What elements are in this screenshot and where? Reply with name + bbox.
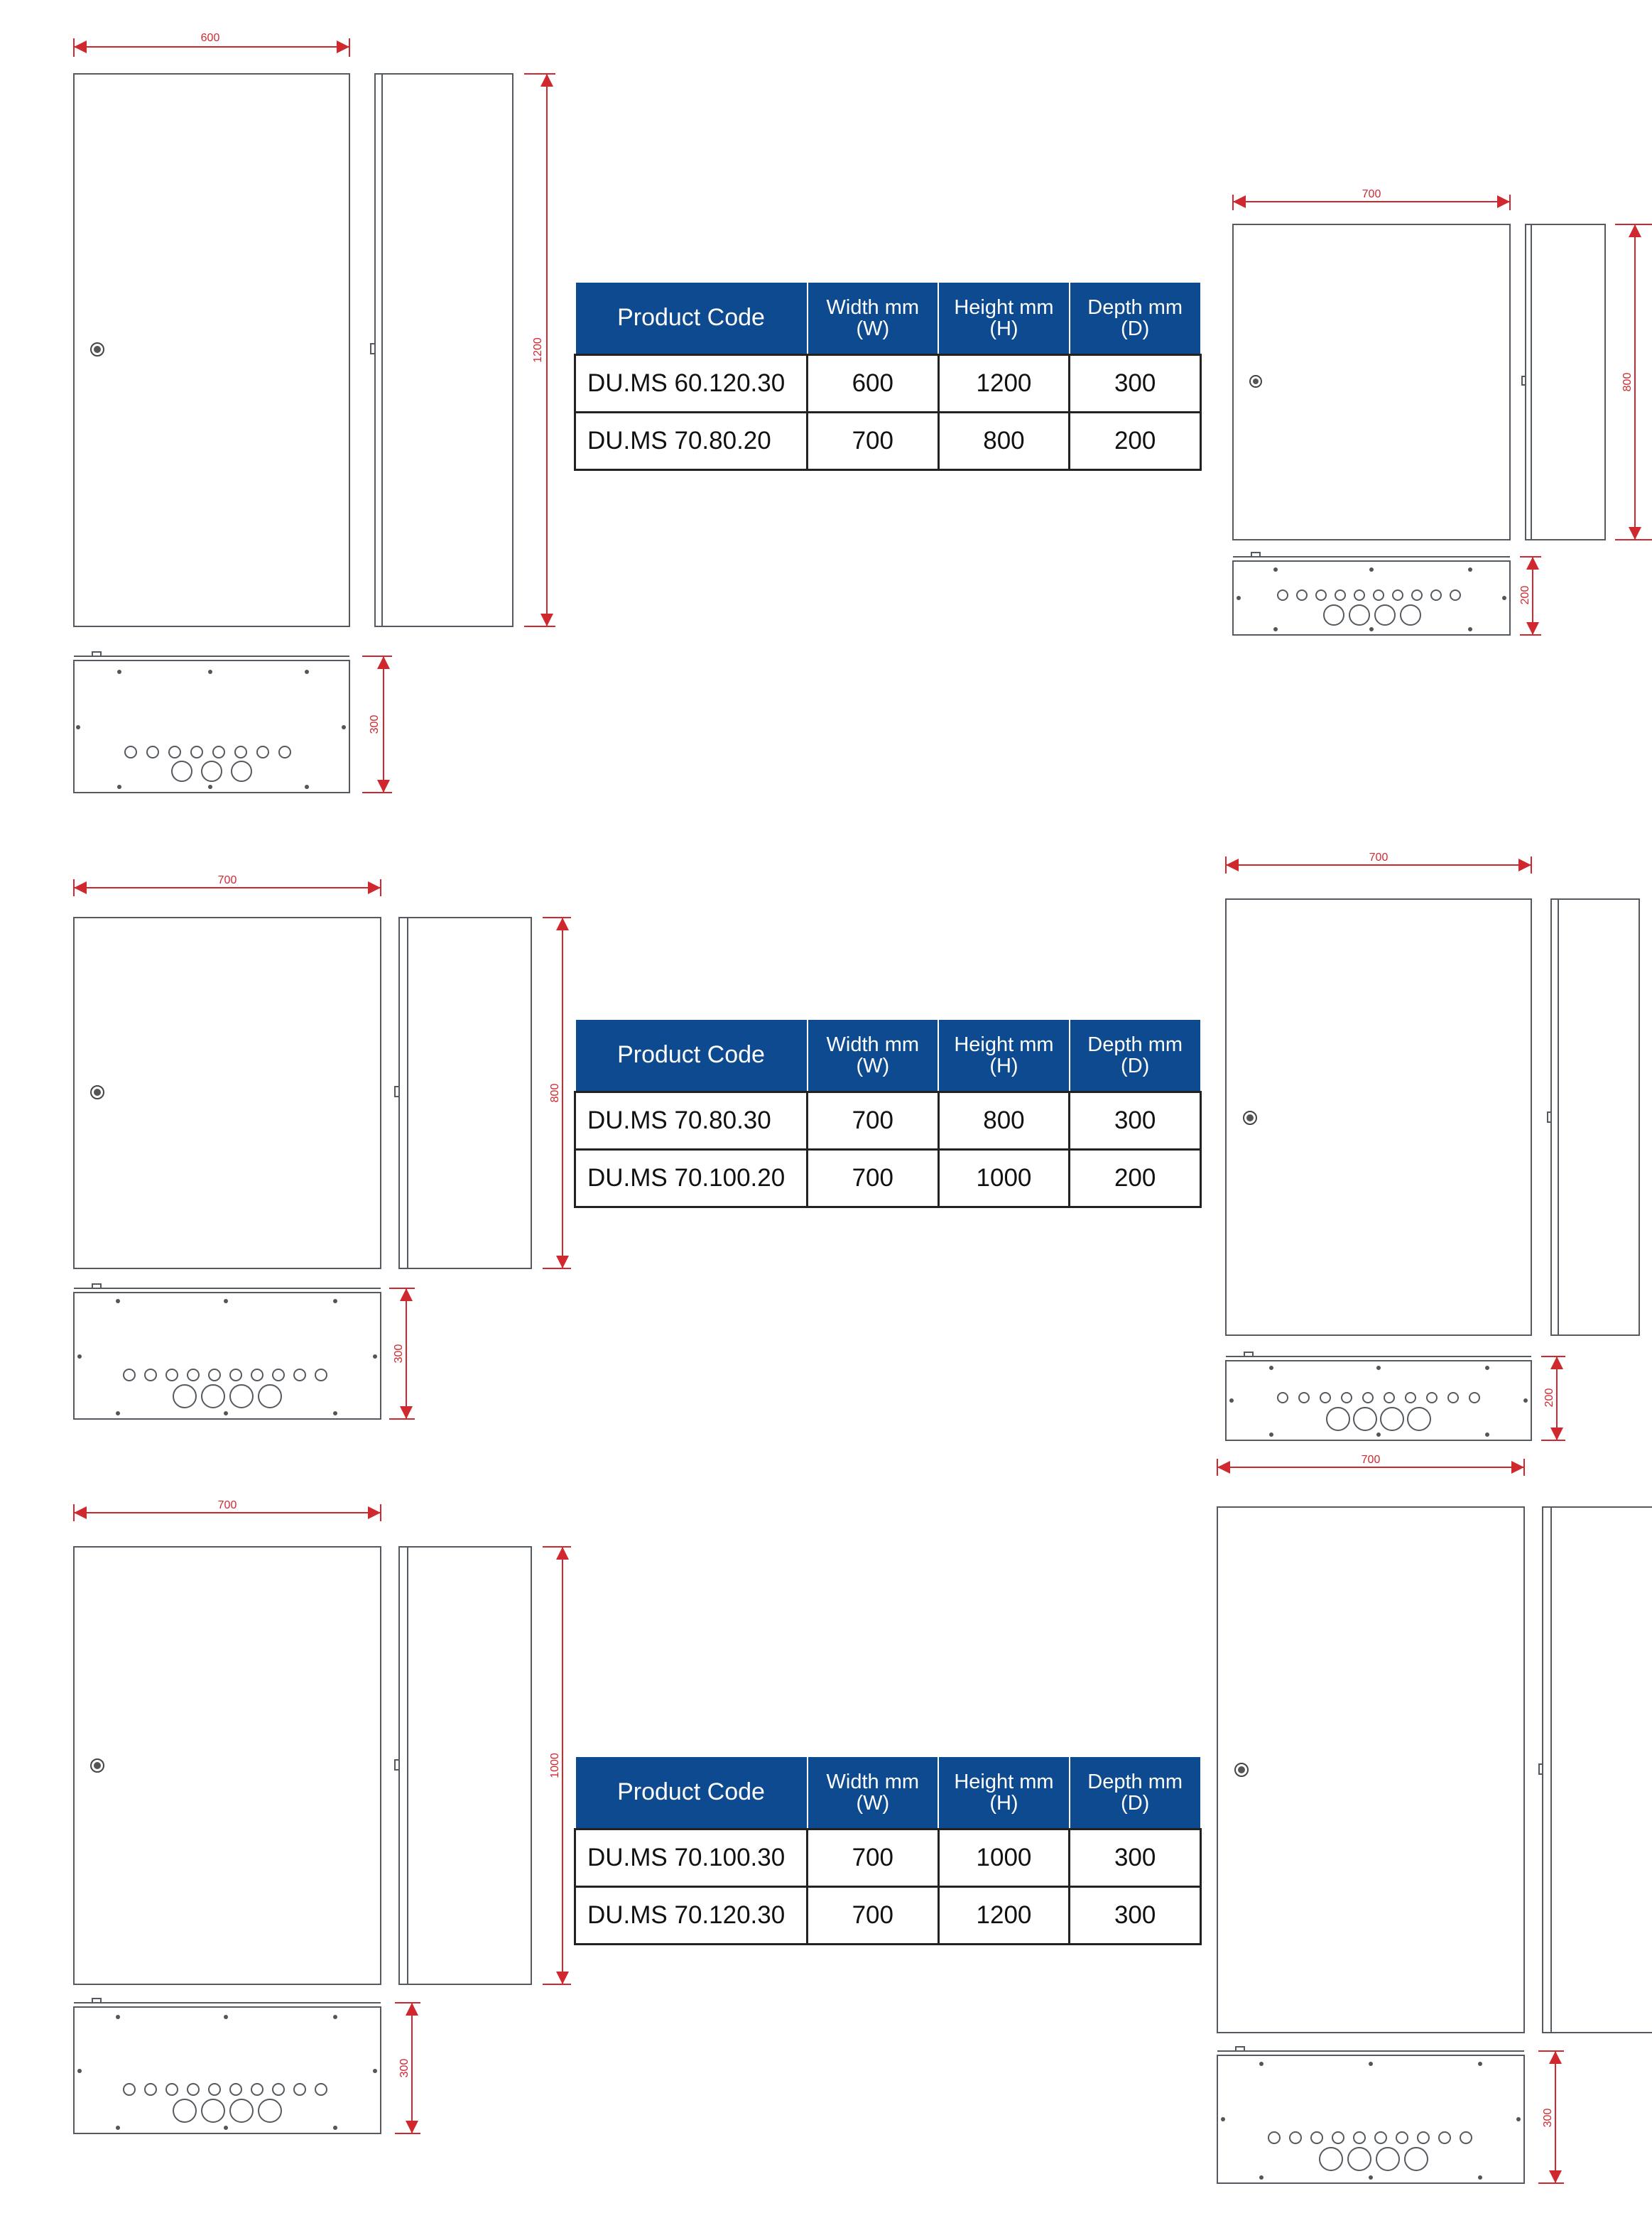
width-cell: 600 (806, 354, 940, 413)
width-cell: 700 (806, 1091, 940, 1151)
header-width: Width mm(W) (806, 1018, 940, 1092)
side-view (374, 73, 513, 627)
product-code-cell: DU.MS 60.120.30 (573, 354, 809, 413)
header-height: Height mm(H) (938, 1756, 1070, 1829)
width-label-5: 700 (218, 1499, 237, 1511)
enclosure-drawing-4: 700 200 (1225, 852, 1640, 1441)
height-cell: 1000 (937, 1828, 1071, 1888)
width-cell: 700 (806, 1886, 940, 1945)
height-label-2: 800 (1621, 373, 1634, 392)
spec-table-1: Product Code Width mm(W) Height mm(H) De… (573, 281, 1202, 471)
enclosure-drawing-5: 700 1000 300 (73, 1499, 571, 2134)
height-cell: 1200 (937, 354, 1071, 413)
header-product-code: Product Code (574, 281, 808, 355)
depth-label-6: 300 (1542, 2109, 1554, 2128)
depth-label-4: 200 (1543, 1388, 1555, 1408)
table-row: DU.MS 70.80.30 700 800 300 (573, 1091, 1202, 1151)
depth-cell: 200 (1068, 411, 1202, 471)
depth-label-2: 200 (1519, 586, 1531, 605)
header-depth: Depth mm(D) (1068, 1756, 1202, 1829)
width-label-6: 700 (1362, 1454, 1381, 1466)
table-row: DU.MS 70.120.30 700 1200 300 (573, 1886, 1202, 1945)
height-cell: 800 (937, 411, 1071, 471)
depth-cell: 300 (1068, 1091, 1202, 1151)
enclosure-drawing-6: 700 300 (1217, 1454, 1652, 2184)
height-label-3: 800 (549, 1084, 561, 1103)
width-label-4: 700 (1369, 852, 1389, 864)
width-label-1: 600 (201, 32, 220, 44)
table-row: DU.MS 70.100.20 700 1000 200 (573, 1148, 1202, 1208)
width-cell: 700 (806, 1828, 940, 1888)
spec-table-2: Product Code Width mm(W) Height mm(H) De… (573, 1018, 1202, 1208)
product-code-cell: DU.MS 70.80.30 (573, 1091, 809, 1151)
enclosure-drawing-1: 600 1200 300 (73, 32, 555, 793)
height-cell: 800 (937, 1091, 1071, 1151)
height-cell: 1200 (937, 1886, 1071, 1945)
header-height: Height mm(H) (938, 1018, 1070, 1092)
table-header-row: Product Code Width mm(W) Height mm(H) De… (574, 281, 1202, 355)
product-code-cell: DU.MS 70.100.20 (573, 1148, 809, 1208)
height-label-5: 1000 (549, 1753, 561, 1778)
depth-cell: 300 (1068, 1828, 1202, 1888)
table-row: DU.MS 70.80.20 700 800 200 (573, 411, 1202, 471)
header-width: Width mm(W) (806, 281, 940, 355)
width-cell: 700 (806, 1148, 940, 1208)
spec-table-3: Product Code Width mm(W) Height mm(H) De… (573, 1756, 1202, 1945)
depth-label-5: 300 (398, 2059, 411, 2078)
width-label-2: 700 (1362, 188, 1381, 200)
product-code-cell: DU.MS 70.100.30 (573, 1828, 809, 1888)
width-cell: 700 (806, 411, 940, 471)
header-product-code: Product Code (574, 1018, 808, 1092)
table-row: DU.MS 60.120.30 600 1200 300 (573, 354, 1202, 413)
table-row: DU.MS 70.100.30 700 1000 300 (573, 1828, 1202, 1888)
table-header-row: Product Code Width mm(W) Height mm(H) De… (574, 1018, 1202, 1092)
enclosure-drawing-3: 700 800 300 (73, 874, 571, 1420)
table-header-row: Product Code Width mm(W) Height mm(H) De… (574, 1756, 1202, 1829)
depth-label-3: 300 (393, 1344, 405, 1364)
enclosure-drawing-2: 700 800 200 (1232, 188, 1652, 636)
product-code-cell: DU.MS 70.120.30 (573, 1886, 809, 1945)
header-product-code: Product Code (574, 1756, 808, 1829)
depth-cell: 300 (1068, 354, 1202, 413)
header-width: Width mm(W) (806, 1756, 940, 1829)
door-front-view (73, 73, 350, 627)
header-depth: Depth mm(D) (1068, 1018, 1202, 1092)
depth-cell: 300 (1068, 1886, 1202, 1945)
depth-label-1: 300 (369, 715, 381, 734)
product-code-cell: DU.MS 70.80.20 (573, 411, 809, 471)
header-depth: Depth mm(D) (1068, 281, 1202, 355)
bottom-view (73, 660, 350, 793)
header-height: Height mm(H) (938, 281, 1070, 355)
height-label-1: 1200 (532, 337, 544, 363)
depth-cell: 200 (1068, 1148, 1202, 1208)
width-label-3: 700 (218, 874, 237, 886)
height-cell: 1000 (937, 1148, 1071, 1208)
